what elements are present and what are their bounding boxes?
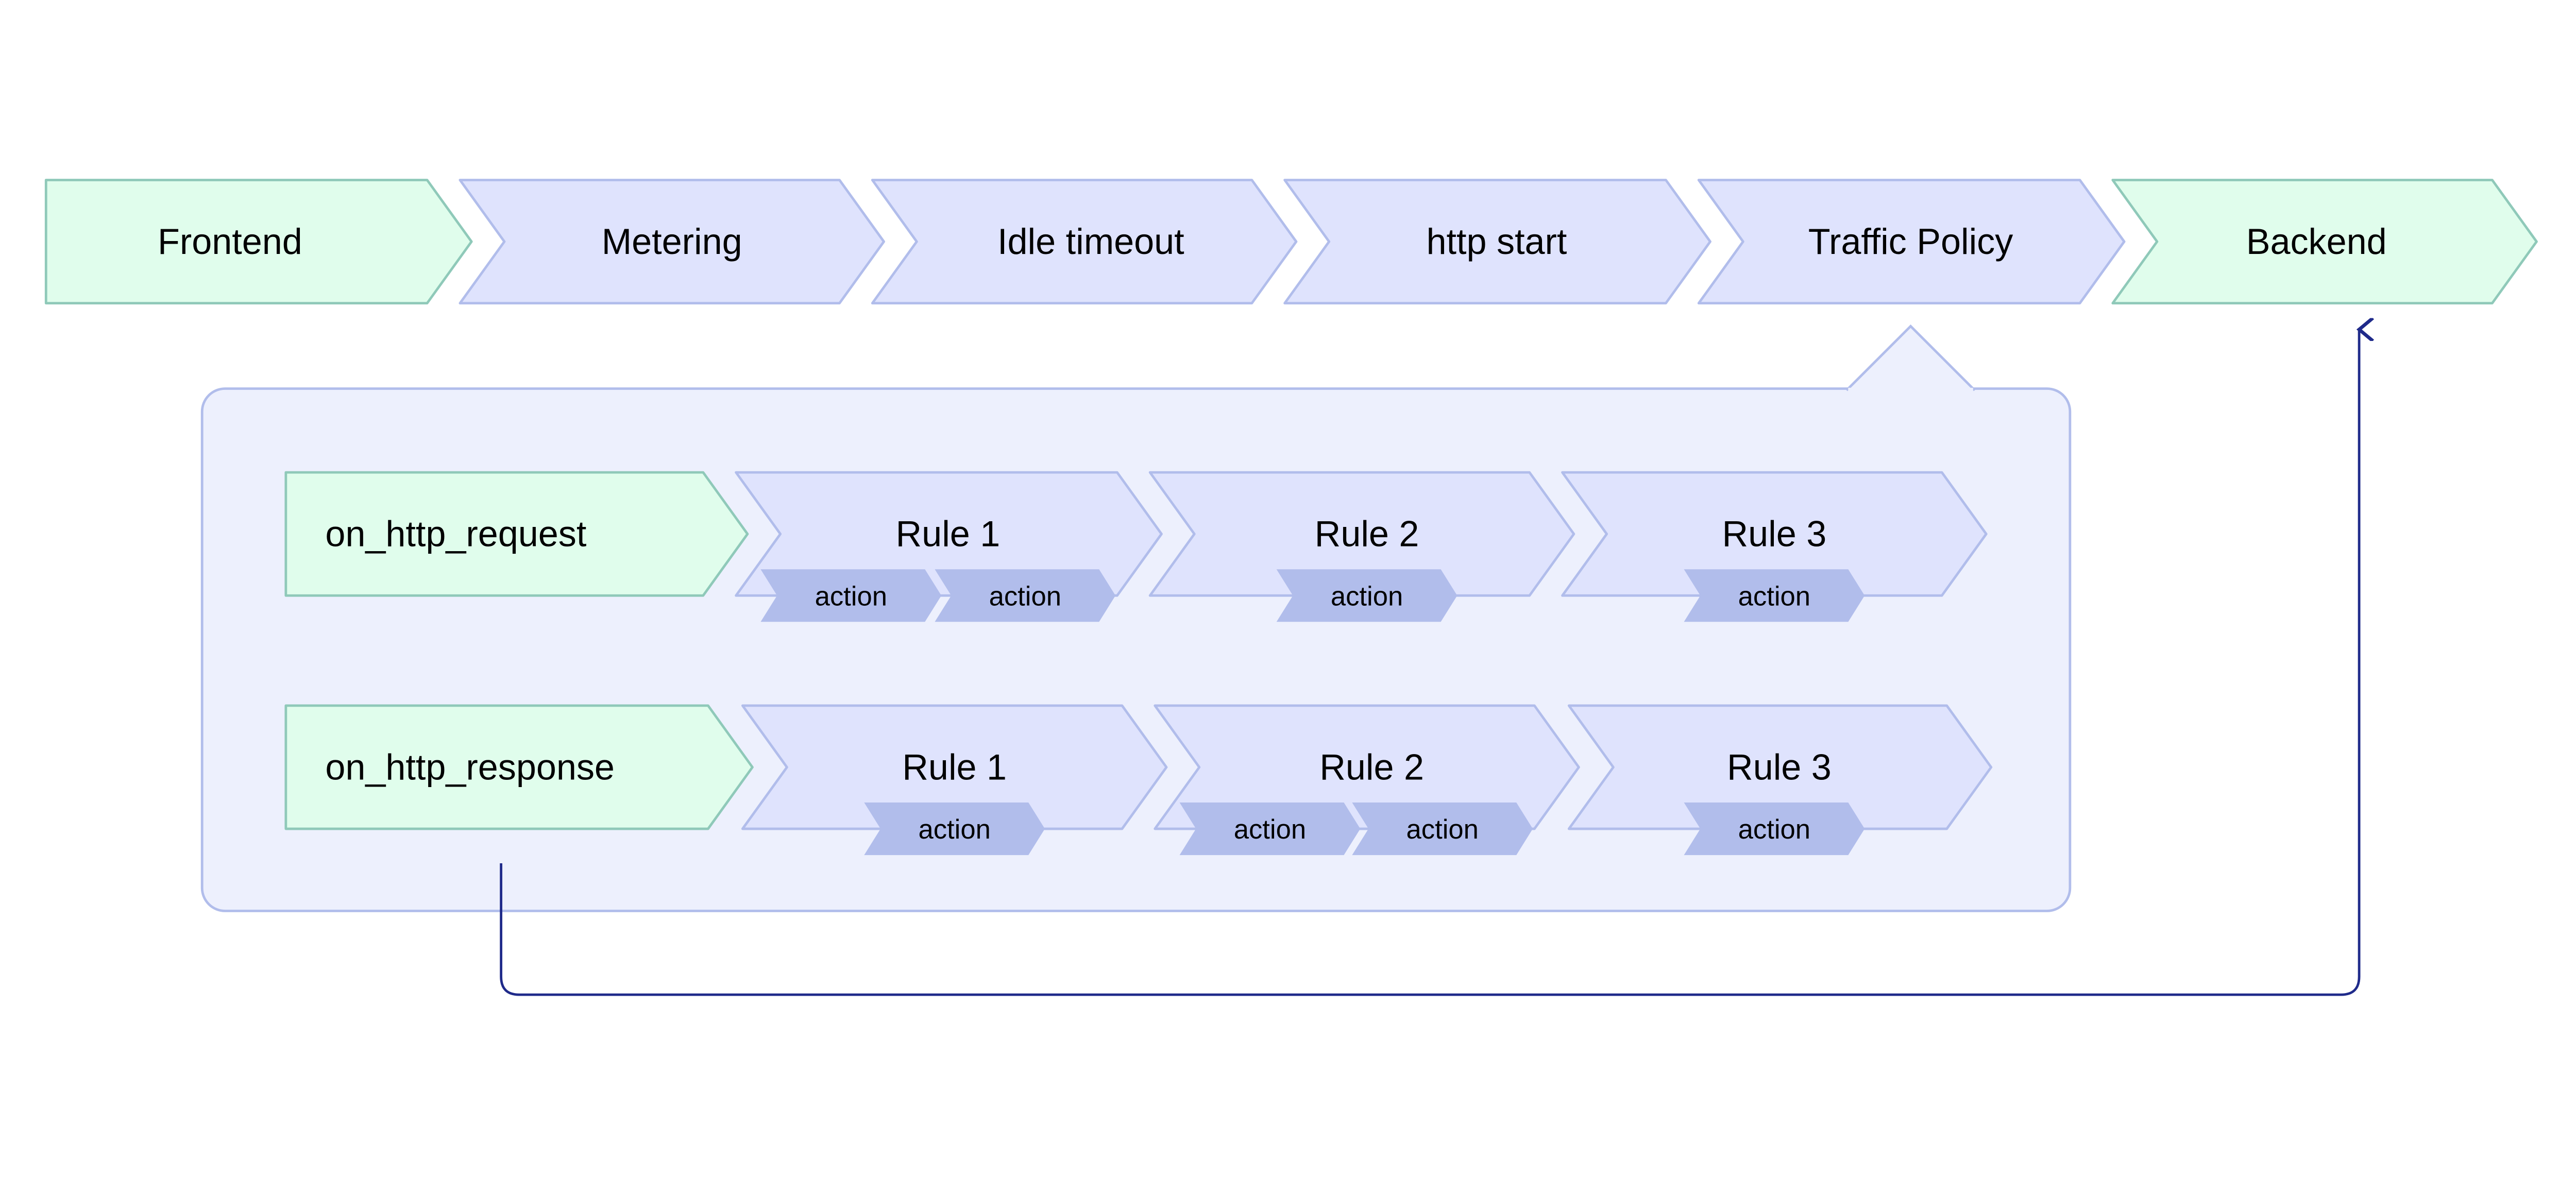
stage-chevron — [1283, 179, 1711, 305]
action-label: action — [1406, 814, 1479, 845]
phase-on-http-response: on_http_response — [284, 704, 754, 830]
stage-chevron — [1697, 179, 2126, 305]
stage-chevron — [735, 471, 1163, 597]
action-label: action — [918, 814, 990, 845]
action-label: action — [989, 581, 1061, 611]
stage-label: Backend — [2246, 221, 2387, 262]
stage-chevron — [1567, 704, 1993, 830]
phase-on-http-request: on_http_request — [284, 471, 749, 597]
stage-frontend: Frontend — [44, 179, 473, 305]
stage-chevron — [284, 704, 754, 830]
rule-label: Rule 3 — [1722, 514, 1826, 554]
action-chevron — [1179, 803, 1361, 856]
stage-chevron — [741, 704, 1168, 830]
stage-idle-timeout: Idle timeout — [871, 179, 1298, 305]
rule-label: Rule 1 — [902, 746, 1007, 787]
stage-chevron — [459, 179, 885, 305]
rule-label: Rule 2 — [1319, 746, 1424, 787]
stage-label: Traffic Policy — [1808, 221, 2013, 262]
phase-label: on_http_response — [325, 746, 615, 787]
action-label: action — [815, 581, 887, 611]
rule-1: Rule 1 action action — [735, 471, 1163, 622]
rule-2: Rule 2 action action — [1154, 704, 1580, 856]
stage-chevron — [284, 471, 749, 597]
action-label: action — [1738, 814, 1810, 845]
stage-chevron — [44, 179, 473, 305]
stage-chevron — [2111, 179, 2538, 305]
action-chevron — [1276, 569, 1458, 622]
request-row: on_http_request Rule 1 action action Rul… — [284, 471, 1988, 622]
action-chevron — [1684, 803, 1865, 856]
action-label: action — [1738, 581, 1810, 611]
stage-metering: Metering — [459, 179, 885, 305]
rule-3: Rule 3 action — [1567, 704, 1993, 856]
action-chevron — [1684, 569, 1865, 622]
action-chevron — [760, 569, 942, 622]
rule-1: Rule 1 action — [741, 704, 1168, 856]
action-chevron — [935, 569, 1116, 622]
stage-http-start: http start — [1283, 179, 1711, 305]
rule-3: Rule 3 action — [1561, 471, 1988, 622]
rule-2: Rule 2 action — [1148, 471, 1575, 622]
stage-chevron — [1148, 471, 1575, 597]
stage-traffic-policy: Traffic Policy — [1697, 179, 2126, 305]
action-label: action — [1331, 581, 1403, 611]
stage-label: Idle timeout — [997, 221, 1184, 262]
stage-chevron — [871, 179, 1298, 305]
stage-backend: Backend — [2111, 179, 2538, 305]
stage-chevron — [1154, 704, 1580, 830]
rule-label: Rule 2 — [1315, 514, 1419, 554]
stage-chevron — [1561, 471, 1988, 597]
action-label: action — [1234, 814, 1306, 845]
flow-arrow-to-backend — [500, 330, 2360, 996]
stage-label: Metering — [602, 221, 742, 262]
action-chevron — [864, 803, 1045, 856]
rule-label: Rule 3 — [1727, 746, 1832, 787]
response-row: on_http_response Rule 1 action Rule 2 ac… — [284, 704, 1993, 856]
pipeline: Frontend Metering Idle timeout http star… — [44, 179, 2538, 305]
stage-label: Frontend — [158, 221, 302, 262]
phase-label: on_http_request — [325, 514, 586, 554]
action-chevron — [1352, 803, 1533, 856]
rule-label: Rule 1 — [896, 514, 1001, 554]
stage-label: http start — [1427, 221, 1567, 262]
